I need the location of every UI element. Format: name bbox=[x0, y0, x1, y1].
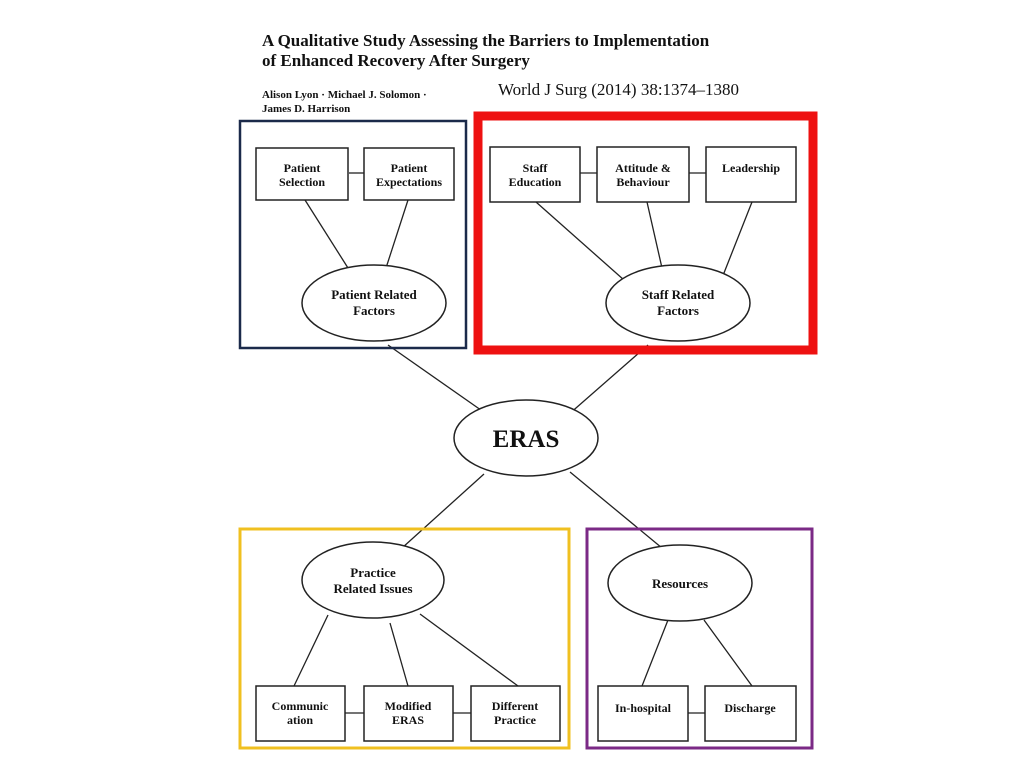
patient-expectations-line2: Expectations bbox=[376, 175, 442, 189]
practice-box-different: Different Practice bbox=[470, 685, 561, 742]
practice-hub-line1: Practice bbox=[350, 565, 396, 580]
staff-education-line1: Staff bbox=[523, 161, 549, 175]
paper-title-line2: of Enhanced Recovery After Surgery bbox=[262, 51, 530, 70]
resources-inhospital-label: In-hospital bbox=[615, 701, 672, 715]
practice-hub-node: Practice Related Issues bbox=[301, 541, 445, 619]
patient-selection-line2: Selection bbox=[279, 175, 325, 189]
practice-modified-line1: Modified bbox=[385, 699, 432, 713]
authors-line2: James D. Harrison bbox=[262, 103, 351, 115]
edge-patient-expectations bbox=[385, 199, 409, 269]
practice-different-line1: Different bbox=[492, 699, 538, 713]
patient-expectations-line1: Patient bbox=[391, 161, 428, 175]
patient-box-expectations: Patient Expectations bbox=[363, 147, 455, 201]
resources-group-frame bbox=[585, 527, 814, 750]
eras-node: ERAS bbox=[453, 399, 599, 477]
staff-education-line2: Education bbox=[509, 175, 562, 189]
staff-group-frame bbox=[473, 111, 818, 355]
eras-label: ERAS bbox=[493, 426, 560, 453]
staff-box-education: Staff Education bbox=[489, 146, 581, 203]
edge-eras-patient bbox=[387, 344, 489, 416]
edge-resources-discharge bbox=[703, 619, 753, 687]
practice-communication-line2: ation bbox=[287, 713, 313, 727]
resources-hub-line1: Resources bbox=[652, 576, 708, 591]
practice-hub-line2: Related Issues bbox=[333, 581, 412, 596]
staff-hub-line2: Factors bbox=[657, 303, 699, 318]
diagram-edges bbox=[293, 172, 753, 714]
edge-staff-attitude bbox=[646, 201, 663, 269]
edge-eras-resources bbox=[569, 471, 663, 549]
edge-staff-leadership bbox=[721, 201, 753, 279]
practice-box-modified: Modified ERAS bbox=[363, 685, 454, 742]
authors-line1: Alison Lyon · Michael J. Solomon · bbox=[262, 89, 427, 101]
patient-selection-line1: Patient bbox=[284, 161, 321, 175]
edge-eras-staff bbox=[567, 344, 649, 416]
resources-box-inhospital: In-hospital bbox=[597, 685, 689, 742]
resources-box-discharge: Discharge bbox=[704, 685, 797, 742]
patient-group-frame bbox=[238, 119, 468, 350]
practice-box-communication: Communic ation bbox=[255, 685, 346, 742]
resources-discharge-label: Discharge bbox=[724, 701, 776, 715]
staff-attitude-line1: Attitude & bbox=[615, 161, 671, 175]
edge-resources-inhospital bbox=[641, 619, 669, 687]
resources-hub-node: Resources bbox=[607, 544, 753, 622]
practice-modified-line2: ERAS bbox=[392, 713, 424, 727]
journal-citation: World J Surg (2014) 38:1374–1380 bbox=[498, 80, 740, 99]
edge-eras-practice bbox=[401, 473, 485, 549]
edge-practice-modified bbox=[389, 622, 409, 687]
edge-practice-communication bbox=[293, 614, 329, 687]
paper-title-line1: A Qualitative Study Assessing the Barrie… bbox=[262, 31, 710, 50]
staff-box-leadership: Leadership bbox=[705, 146, 797, 203]
staff-box-attitude: Attitude & Behaviour bbox=[596, 146, 690, 203]
staff-attitude-line2: Behaviour bbox=[616, 175, 670, 189]
edge-practice-different bbox=[419, 613, 519, 687]
practice-group-frame bbox=[238, 527, 571, 750]
edge-staff-education bbox=[535, 201, 625, 281]
staff-hub-line1: Staff Related bbox=[642, 287, 715, 302]
practice-different-line2: Practice bbox=[494, 713, 537, 727]
practice-communication-line1: Communic bbox=[272, 699, 329, 713]
patient-hub-line2: Factors bbox=[353, 303, 395, 318]
patient-box-selection: Patient Selection bbox=[255, 147, 349, 201]
patient-hub-node: Patient Related Factors bbox=[301, 264, 447, 342]
patient-hub-line1: Patient Related bbox=[331, 287, 417, 302]
paper-title: A Qualitative Study Assessing the Barrie… bbox=[262, 31, 822, 71]
staff-hub-node: Staff Related Factors bbox=[605, 264, 751, 342]
paper-authors: Alison Lyon · Michael J. Solomon · James… bbox=[262, 88, 427, 116]
staff-leadership-line1: Leadership bbox=[722, 161, 780, 175]
edge-patient-selection bbox=[304, 199, 349, 269]
